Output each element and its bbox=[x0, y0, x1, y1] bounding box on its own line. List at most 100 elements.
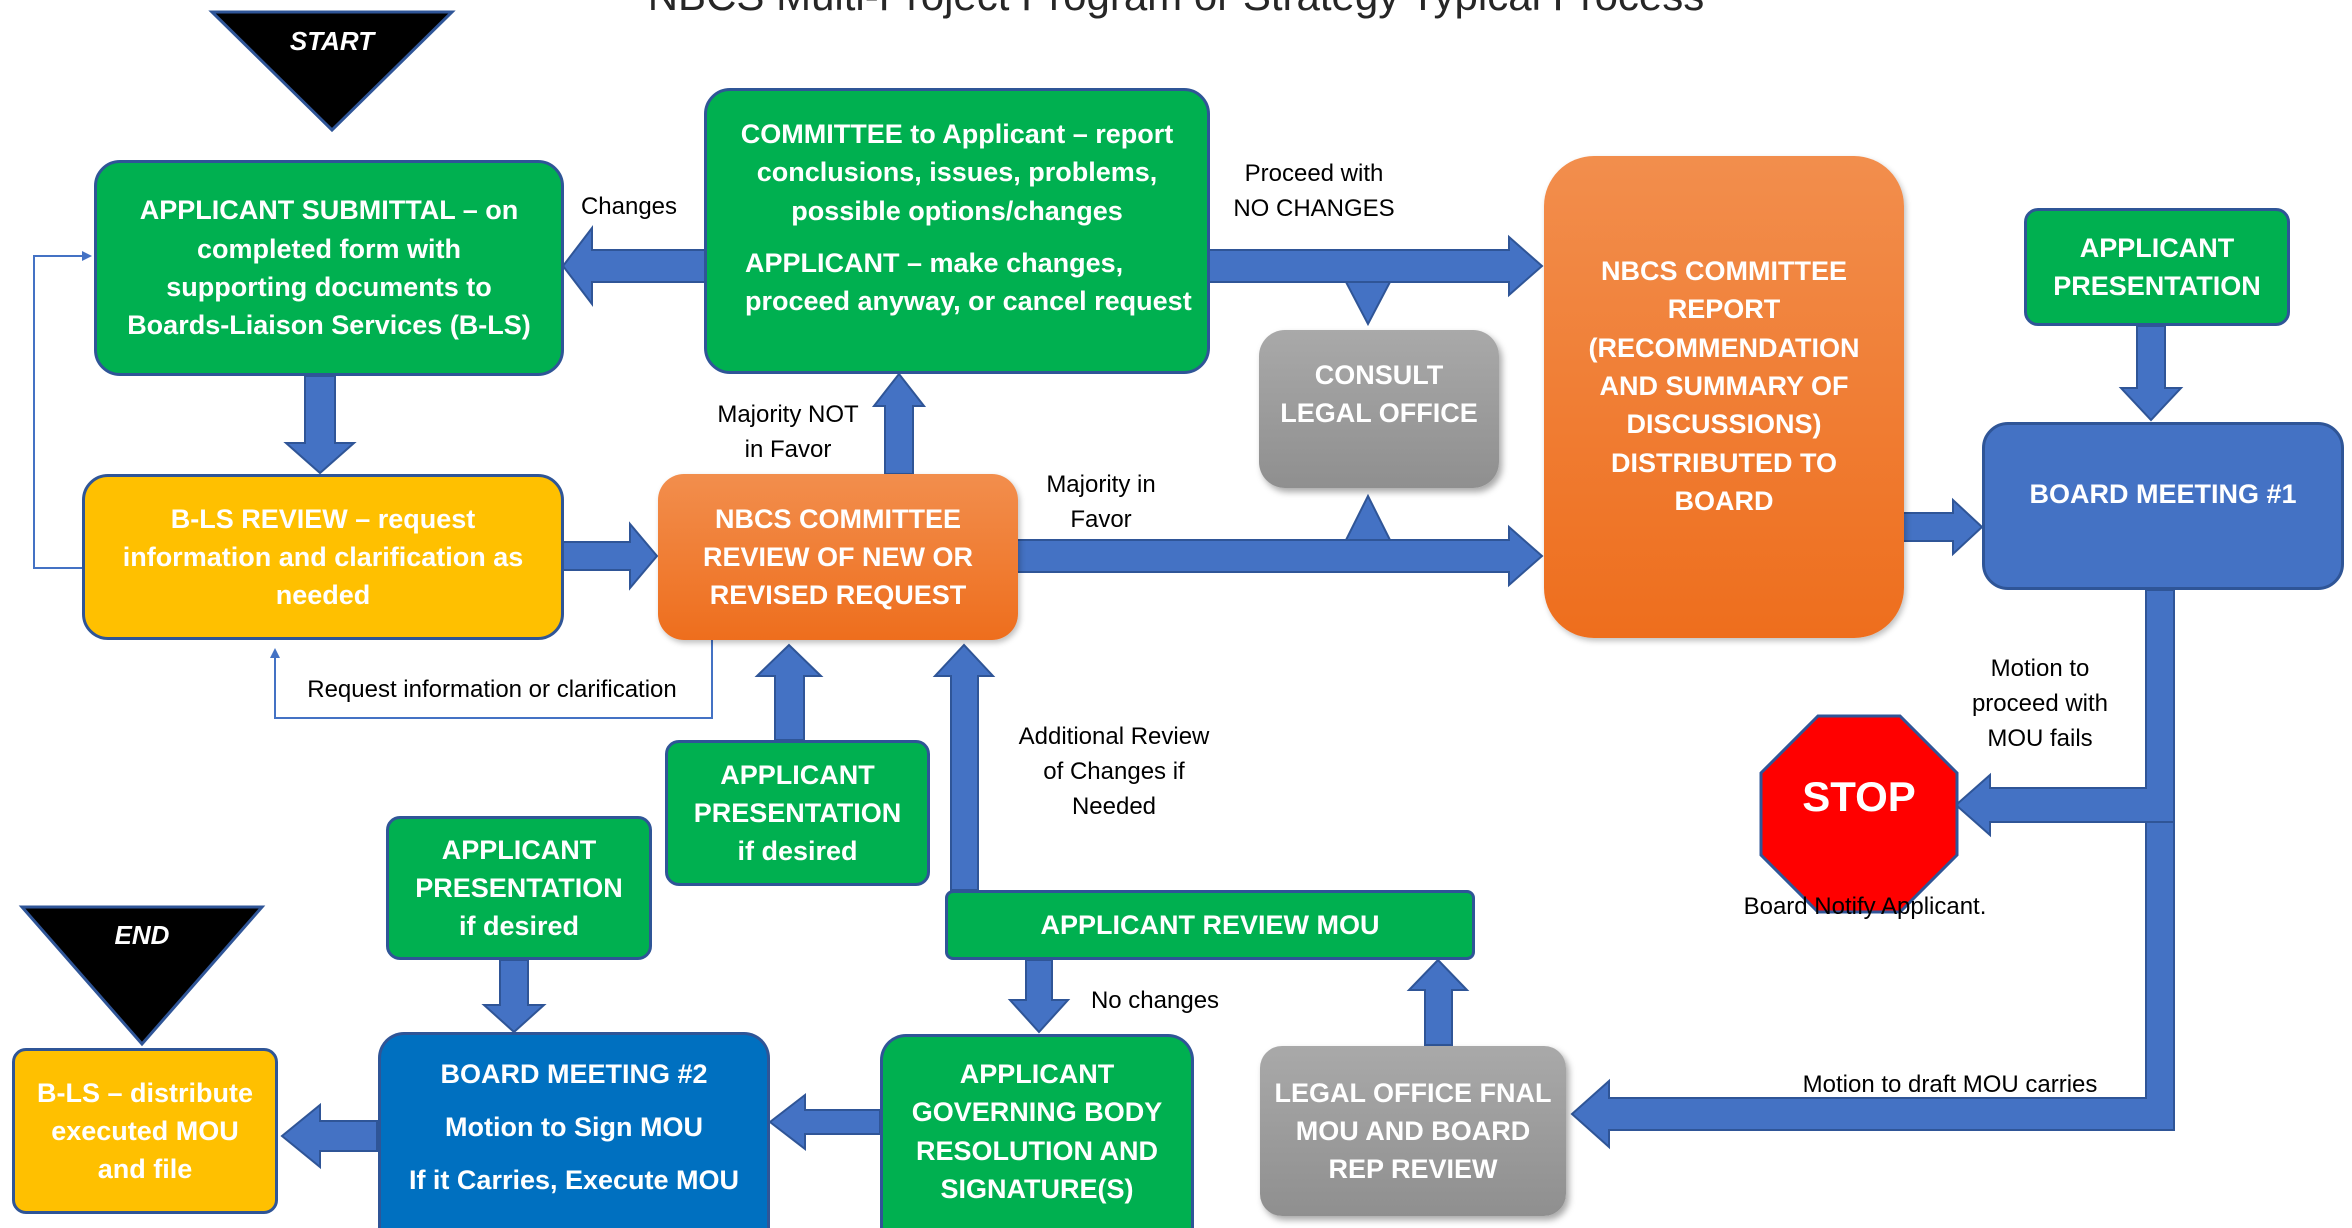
bls-distribute-box: B-LS – distribute executed MOU and file bbox=[12, 1048, 278, 1214]
applicant-submittal-line: Boards-Liaison Services (B-LS) bbox=[127, 310, 531, 341]
legal-office-final-line: REP REVIEW bbox=[1328, 1154, 1498, 1185]
applicant-governing-body-box: APPLICANT GOVERNING BODY RESOLUTION AND … bbox=[880, 1034, 1194, 1228]
label-board-notify: Board Notify Applicant. bbox=[1720, 890, 2010, 925]
arrow-report-to-board bbox=[1902, 497, 1984, 557]
arrow-legal-to-review bbox=[1406, 958, 1470, 1046]
label-line: Needed bbox=[1071, 792, 1157, 820]
label-request-info: Request information or clarification bbox=[292, 673, 692, 708]
applicant-submittal-line: APPLICANT SUBMITTAL – on bbox=[139, 195, 519, 226]
board-meeting-2-line: If it Carries, Execute MOU bbox=[408, 1165, 740, 1196]
arrow-majority-not-favor bbox=[871, 372, 927, 475]
bls-review-box: B-LS REVIEW – request information and cl… bbox=[82, 474, 564, 640]
consult-legal-line: LEGAL OFFICE bbox=[1280, 398, 1478, 429]
bls-review-line: information and clarification as bbox=[122, 541, 524, 572]
label-motion-carries: Motion to draft MOU carries bbox=[1780, 1068, 2120, 1103]
nbcs-report-line: BOARD bbox=[1674, 485, 1774, 516]
applicant-presentation-line: if desired bbox=[458, 911, 580, 942]
applicant-submittal-line: supporting documents to bbox=[166, 272, 492, 302]
end-label: END bbox=[114, 920, 170, 950]
label-line: MOU fails bbox=[1987, 724, 2093, 752]
arrow-review-to-committee bbox=[562, 521, 659, 591]
start-marker bbox=[208, 10, 456, 133]
stop-label: STOP bbox=[1802, 773, 1916, 820]
label-line: proceed with bbox=[1971, 689, 2109, 717]
governing-body-line: RESOLUTION AND bbox=[916, 1135, 1158, 1166]
label-majority-not-favor: Majority NOT in Favor bbox=[703, 398, 873, 468]
label-line: Changes bbox=[580, 193, 678, 220]
label-line: Majority NOT bbox=[717, 401, 859, 428]
nbcs-committee-review-line: NBCS COMMITTEE bbox=[715, 503, 961, 534]
arrow-governing-to-board2 bbox=[768, 1092, 881, 1152]
consult-legal-line: CONSULT bbox=[1314, 360, 1444, 390]
arrow-presentation-left-down bbox=[481, 959, 547, 1034]
nbcs-report-line: NBCS COMMITTEE bbox=[1601, 256, 1847, 286]
label-motion-fails: Motion to proceed with MOU fails bbox=[1950, 652, 2130, 756]
arrow-proceed-no-changes bbox=[1208, 234, 1544, 298]
label-proceed-no-changes: Proceed with NO CHANGES bbox=[1224, 157, 1404, 227]
label-changes: Changes bbox=[574, 190, 684, 225]
consult-legal-box: CONSULT LEGAL OFFICE bbox=[1259, 330, 1499, 488]
applicant-presentation-line: PRESENTATION bbox=[2053, 271, 2261, 301]
arrow-majority-favor bbox=[1016, 524, 1544, 588]
applicant-presentation-top-box: APPLICANT PRESENTATION bbox=[2024, 208, 2290, 326]
label-line: in Favor bbox=[744, 435, 832, 463]
arrow-consult-down bbox=[1344, 281, 1392, 327]
board-meeting-2-line: BOARD MEETING #2 bbox=[440, 1059, 708, 1089]
page-title: NBCS Multi-Project Program or Strategy T… bbox=[0, 0, 2352, 20]
label-line: Proceed with bbox=[1244, 160, 1384, 187]
label-majority-favor: Majority in Favor bbox=[1026, 468, 1176, 538]
label-line: Majority in bbox=[1046, 471, 1156, 498]
label-line: Motion to draft MOU carries bbox=[1802, 1071, 2098, 1098]
label-line: NO CHANGES bbox=[1233, 194, 1395, 222]
applicant-submittal-box: APPLICANT SUBMITTAL – on completed form … bbox=[94, 160, 564, 376]
committee-to-applicant-box: COMMITTEE to Applicant – report conclusi… bbox=[704, 88, 1210, 374]
governing-body-line: SIGNATURE(S) bbox=[940, 1173, 1134, 1204]
nbcs-committee-review-box: NBCS COMMITTEE REVIEW OF NEW OR REVISED … bbox=[658, 474, 1018, 640]
bls-review-line: B-LS REVIEW – request bbox=[170, 503, 476, 534]
arrow-no-changes bbox=[1007, 959, 1071, 1034]
applicant-presentation-left-box: APPLICANT PRESENTATION if desired bbox=[386, 816, 652, 960]
governing-body-line: GOVERNING BODY bbox=[911, 1097, 1163, 1128]
applicant-review-mou-label: APPLICANT REVIEW MOU bbox=[1040, 909, 1380, 940]
label-line: Motion to bbox=[1990, 655, 2090, 682]
label-line: No changes bbox=[1090, 987, 1220, 1014]
governing-body-line: APPLICANT bbox=[959, 1059, 1115, 1089]
bls-distribute-line: and file bbox=[97, 1154, 193, 1185]
committee-to-applicant-line: proceed anyway, or cancel request bbox=[745, 286, 1192, 317]
end-marker bbox=[18, 905, 266, 1047]
label-line: Favor bbox=[1070, 505, 1132, 533]
nbcs-report-line: AND SUMMARY OF bbox=[1599, 370, 1849, 401]
nbcs-report-line: DISCUSSIONS) bbox=[1626, 409, 1822, 440]
arrow-additional-review bbox=[932, 643, 996, 891]
stop-sign bbox=[1759, 714, 1959, 914]
arrow-request-info bbox=[270, 640, 713, 719]
arrow-review-feedback bbox=[33, 251, 92, 569]
label-line: Additional Review bbox=[1018, 723, 1210, 750]
arrow-consult-up bbox=[1344, 493, 1392, 541]
committee-to-applicant-line: APPLICANT – make changes, bbox=[745, 247, 1124, 278]
nbcs-committee-review-line: REVIEW OF NEW OR bbox=[703, 541, 973, 572]
committee-to-applicant-line: COMMITTEE to Applicant – report bbox=[740, 119, 1174, 149]
bls-review-line: needed bbox=[275, 580, 371, 611]
applicant-submittal-line: completed form with bbox=[196, 233, 461, 264]
applicant-presentation-line: APPLICANT bbox=[720, 759, 875, 790]
arrow-motion-carries bbox=[1570, 821, 2175, 1150]
board-meeting-2-box: BOARD MEETING #2 Motion to Sign MOU If i… bbox=[378, 1032, 770, 1228]
applicant-presentation-mid-box: APPLICANT PRESENTATION if desired bbox=[665, 740, 930, 886]
arrow-changes bbox=[561, 225, 706, 307]
arrow-presentation-to-board bbox=[2118, 325, 2184, 422]
applicant-presentation-line: if desired bbox=[737, 836, 858, 867]
applicant-presentation-line: PRESENTATION bbox=[415, 872, 623, 903]
committee-to-applicant-line: conclusions, issues, problems, bbox=[756, 157, 1158, 188]
nbcs-report-line: DISTRIBUTED TO bbox=[1610, 447, 1837, 478]
label-additional-review: Additional Review of Changes if Needed bbox=[1004, 720, 1224, 824]
board-meeting-1-box: BOARD MEETING #1 bbox=[1982, 422, 2344, 590]
applicant-presentation-line: PRESENTATION bbox=[693, 797, 902, 828]
applicant-review-mou-box: APPLICANT REVIEW MOU bbox=[945, 890, 1475, 960]
arrow-motion-fails bbox=[1954, 589, 2175, 838]
legal-office-final-line: LEGAL OFFICE FNAL bbox=[1274, 1077, 1552, 1108]
nbcs-committee-review-line: REVISED REQUEST bbox=[709, 580, 967, 611]
arrow-presentation-mid-up bbox=[754, 643, 824, 741]
board-meeting-2-line: Motion to Sign MOU bbox=[445, 1112, 703, 1143]
